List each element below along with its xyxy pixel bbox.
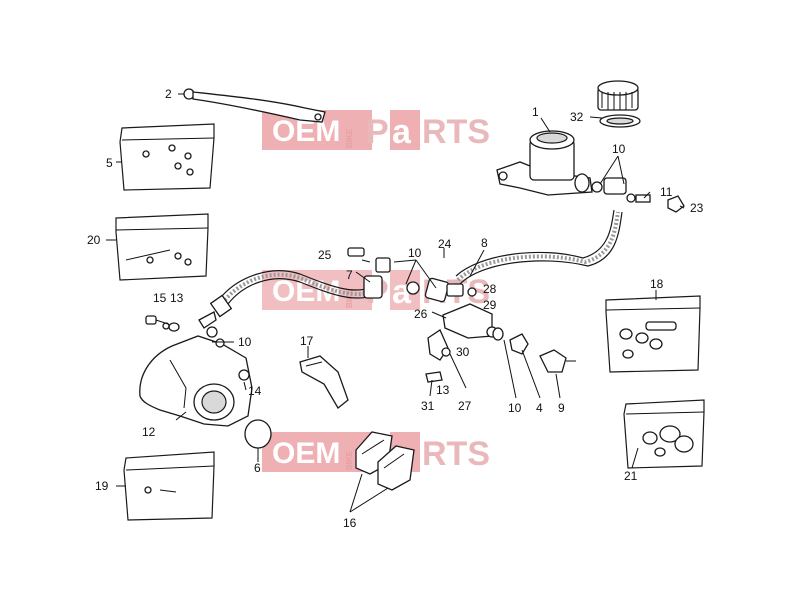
callout-31: 31 xyxy=(421,399,435,413)
callout-10-top: 10 xyxy=(612,142,626,156)
reservoir-cap xyxy=(597,80,641,128)
svg-text:RTS: RTS xyxy=(422,113,490,151)
callout-30: 30 xyxy=(456,345,470,359)
callout-12: 12 xyxy=(142,425,156,439)
callout-29: 29 xyxy=(483,298,497,312)
callout-32: 32 xyxy=(570,110,584,124)
master-cylinder xyxy=(496,130,593,196)
callout-10-bottom: 10 xyxy=(508,401,522,415)
caliper-seal xyxy=(244,419,272,449)
svg-text:RTS: RTS xyxy=(422,435,490,473)
brake-pads xyxy=(355,431,415,491)
svg-text:OEM: OEM xyxy=(272,437,340,470)
callout-labels: 1 2 4 5 6 7 8 9 10 10 10 10 11 12 13 13 … xyxy=(87,87,704,530)
brake-lever xyxy=(183,88,326,123)
callout-23: 23 xyxy=(690,201,704,215)
callout-18: 18 xyxy=(650,277,664,291)
callout-10-left: 10 xyxy=(238,335,252,349)
caliper-shield xyxy=(299,355,349,409)
callout-24: 24 xyxy=(438,237,452,251)
kit-bag-21 xyxy=(623,399,705,469)
callout-13-left: 13 xyxy=(170,291,184,305)
kit-bag-5 xyxy=(119,123,215,191)
callout-2: 2 xyxy=(165,87,172,101)
bolt-15 xyxy=(145,311,217,332)
callout-10-mid: 10 xyxy=(408,246,422,260)
callout-7: 7 xyxy=(346,268,353,282)
callout-27: 27 xyxy=(458,399,472,413)
svg-text:BIKE: BIKE xyxy=(345,450,354,470)
callout-13-right: 13 xyxy=(436,383,450,397)
callout-4: 4 xyxy=(536,401,543,415)
svg-text:a: a xyxy=(392,113,412,151)
callout-21: 21 xyxy=(624,469,638,483)
callout-20: 20 xyxy=(87,233,101,247)
brake-hose-7 xyxy=(209,257,391,318)
watermark-top: OEM BIKE P a RTS xyxy=(262,110,490,151)
callout-26: 26 xyxy=(414,307,428,321)
banjo-upper-right xyxy=(591,177,685,213)
callout-16: 16 xyxy=(343,516,357,530)
callout-9: 9 xyxy=(558,401,565,415)
washer-14 xyxy=(238,369,250,381)
switch-and-washer xyxy=(492,327,576,373)
callout-25: 25 xyxy=(318,248,332,262)
kit-bag-20 xyxy=(115,213,209,281)
callout-17: 17 xyxy=(300,334,314,348)
svg-text:P: P xyxy=(366,113,389,151)
svg-text:BIKE: BIKE xyxy=(345,128,354,148)
union-fittings xyxy=(347,247,503,383)
callout-8: 8 xyxy=(481,236,488,250)
callout-1: 1 xyxy=(532,105,539,119)
callout-28: 28 xyxy=(483,282,497,296)
kit-bag-19 xyxy=(123,451,215,521)
callout-19: 19 xyxy=(95,479,109,493)
leader-lines xyxy=(106,93,685,513)
callout-6: 6 xyxy=(254,461,261,475)
callout-5: 5 xyxy=(106,156,113,170)
kit-bag-18 xyxy=(605,295,701,373)
callout-11: 11 xyxy=(660,185,673,199)
callout-14: 14 xyxy=(248,384,262,398)
callout-15: 15 xyxy=(153,291,167,305)
brake-caliper xyxy=(139,322,253,427)
brake-hose-8 xyxy=(455,209,623,285)
